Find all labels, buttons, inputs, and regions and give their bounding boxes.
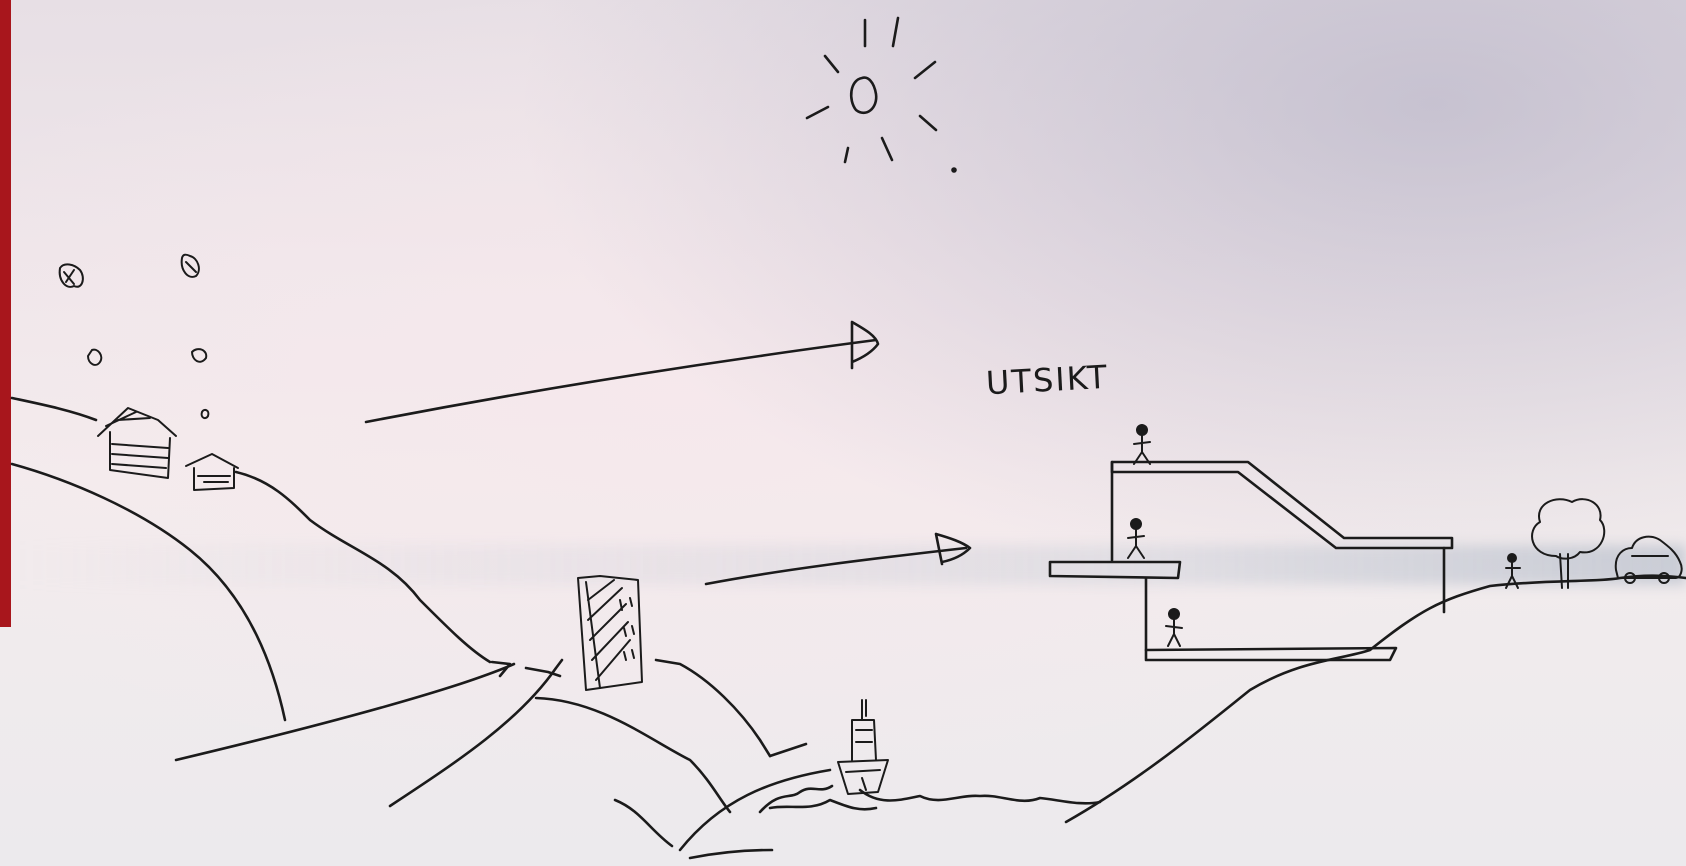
accent-strip	[0, 0, 11, 627]
arrow-icon	[364, 320, 880, 424]
house-icon	[97, 407, 239, 491]
water-waves	[678, 768, 1102, 860]
central-hill	[174, 658, 808, 848]
left-hill	[10, 396, 492, 722]
sun-icon	[805, 16, 938, 164]
tower-icon	[577, 575, 643, 691]
ink-dot	[951, 167, 957, 173]
right-hill	[1064, 574, 1686, 824]
boat-icon	[837, 699, 889, 795]
horizon-haze	[0, 545, 1686, 585]
view-label: UTSIKT	[985, 357, 1110, 403]
tree-icon	[1531, 498, 1606, 589]
building-section	[1048, 460, 1454, 662]
arrow-icon	[704, 532, 972, 586]
car-icon	[1614, 535, 1683, 584]
smoke-puffs	[58, 253, 210, 420]
person-icon	[1127, 424, 1521, 647]
